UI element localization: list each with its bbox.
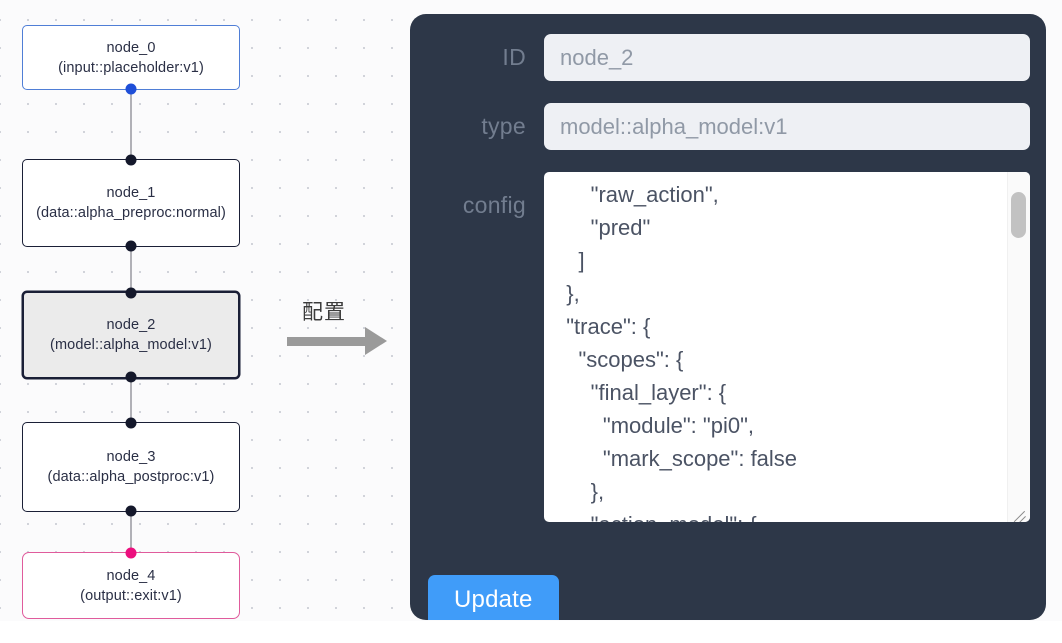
flow-node-subtitle: (model::alpha_model:v1) <box>50 337 212 353</box>
arrow-shaft-icon <box>287 337 367 346</box>
edge-node1-node2 <box>130 246 132 296</box>
flow-node-title: node_4 <box>106 567 156 584</box>
canvas-bottom-edge <box>0 621 1062 643</box>
edge-node0-node1 <box>130 89 132 159</box>
config-textarea[interactable]: "raw_action", "pred" ] }, "trace": { "sc… <box>544 172 1030 522</box>
flow-node-title: node_1 <box>106 185 156 201</box>
config-textarea-wrapper: "raw_action", "pred" ] }, "trace": { "sc… <box>544 172 1030 522</box>
edge-node2-node3 <box>130 377 132 421</box>
flow-node-subtitle: (input::placeholder:v1) <box>58 59 204 76</box>
id-input[interactable] <box>544 34 1030 81</box>
flow-node-node_2[interactable]: node_2 (model::alpha_model:v1) <box>22 287 240 383</box>
source-handle-icon[interactable] <box>125 83 137 95</box>
flow-node-label: node_3 (data::alpha_postproc:v1) <box>48 447 215 487</box>
field-row-type: type <box>426 103 1030 150</box>
arrow-head-icon <box>365 327 387 355</box>
field-row-id: ID <box>426 34 1030 81</box>
node-config-panel: ID type config "raw_action", "pred" ] },… <box>410 14 1046 620</box>
field-row-config: config "raw_action", "pred" ] }, "trace"… <box>426 172 1030 522</box>
flow-node-node_3[interactable]: node_3 (data::alpha_postproc:v1) <box>22 417 240 517</box>
source-handle-icon[interactable] <box>125 371 137 383</box>
flow-node-label: node_1 (data::alpha_preproc:normal) <box>36 183 226 223</box>
source-handle-icon[interactable] <box>125 240 137 252</box>
id-field-label: ID <box>502 44 526 70</box>
target-handle-icon[interactable] <box>125 547 137 559</box>
flow-node-subtitle: (data::alpha_preproc:normal) <box>36 205 226 221</box>
edge-node3-node4 <box>130 511 132 552</box>
flow-node-title: node_2 <box>106 317 156 333</box>
flow-node-node_1[interactable]: node_1 (data::alpha_preproc:normal) <box>22 154 240 252</box>
target-handle-icon[interactable] <box>125 417 137 429</box>
target-handle-icon[interactable] <box>125 287 137 299</box>
type-field-label: type <box>481 113 526 139</box>
flow-node-label: node_0 (input::placeholder:v1) <box>58 38 204 78</box>
config-arrow-annotation: 配置 <box>287 296 397 358</box>
flow-node-node_4[interactable]: node_4 (output::exit:v1) <box>22 547 240 619</box>
flow-node-subtitle: (output::exit:v1) <box>80 587 182 604</box>
type-input[interactable] <box>544 103 1030 150</box>
target-handle-icon[interactable] <box>125 154 137 166</box>
config-scrollbar[interactable] <box>1007 172 1030 522</box>
source-handle-icon[interactable] <box>125 505 137 517</box>
resize-grip-icon[interactable] <box>1010 503 1028 521</box>
flow-node-label: node_4 (output::exit:v1) <box>80 566 182 606</box>
update-button[interactable]: Update <box>428 575 559 620</box>
config-field-label: config <box>462 192 526 218</box>
flow-node-node_0[interactable]: node_0 (input::placeholder:v1) <box>22 25 240 95</box>
arrow-label: 配置 <box>302 300 346 324</box>
config-scrollbar-thumb[interactable] <box>1011 192 1026 238</box>
flow-node-title: node_0 <box>106 39 156 56</box>
flow-node-label: node_2 (model::alpha_model:v1) <box>50 315 212 355</box>
flow-node-title: node_3 <box>106 449 156 465</box>
flow-node-subtitle: (data::alpha_postproc:v1) <box>47 469 215 485</box>
